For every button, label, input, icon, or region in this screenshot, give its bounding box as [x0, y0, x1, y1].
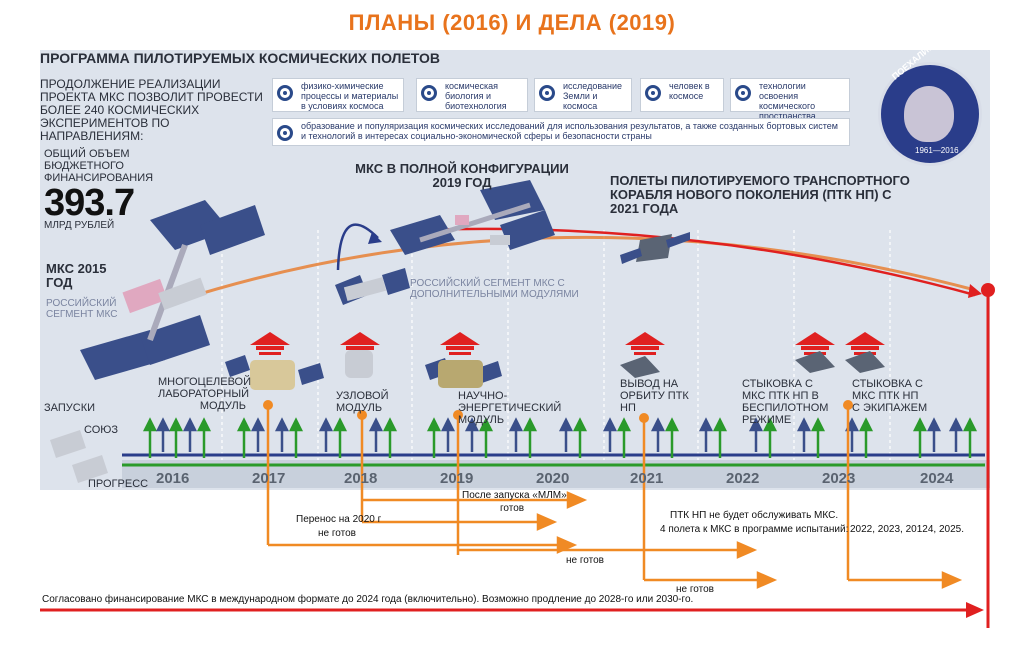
orbit-arc-red: [419, 227, 976, 297]
note-ptk-flights: 4 полета к МКС в программе испытаний:: [660, 524, 849, 535]
direction-earth: исследование Земли и космоса: [534, 78, 632, 112]
year-label: 2020: [536, 470, 570, 487]
year-label: 2023: [822, 470, 856, 487]
iss-2015-segment: РОССИЙСКИЙ СЕГМЕНТ МКС: [46, 298, 118, 320]
note-after-mlm: После запуска «МЛМ»: [462, 490, 567, 501]
program-title: ПРОГРАММА ПИЛОТИРУЕМЫХ КОСМИЧЕСКИХ ПОЛЕТ…: [40, 50, 441, 66]
module-node-label: УЗЛОВОЙ МОДУЛЬ: [336, 390, 389, 414]
iss-2015-title: МКС 2015 ГОД: [46, 261, 107, 290]
status-dots: [263, 400, 853, 423]
config-arrow: [336, 223, 379, 271]
note-ptk-not-serve: ПТК НП не будет обслуживать МКС.: [670, 510, 839, 521]
gagarin-portrait: [904, 86, 954, 142]
ptk-title: ПОЛЕТЫ ПИЛОТИРУЕМОГО ТРАНСПОРТНОГО КОРАБ…: [610, 173, 910, 216]
module-nem-label: НАУЧНО-ЭНЕРГЕТИЧЕСКИЙ МОДУЛЬ: [458, 390, 562, 426]
budget-value: 393.7: [44, 182, 135, 224]
year-grid: [221, 230, 891, 488]
iss-2019-title: МКС В ПОЛНОЙ КОНФИГУРАЦИИ 2019 ГОД: [355, 161, 569, 190]
note-ready: готов: [500, 503, 525, 514]
circle-icon: [421, 85, 437, 101]
orbit-arrowhead: [968, 284, 982, 298]
circle-icon: [735, 85, 751, 101]
note-not-ready: не готов: [676, 584, 714, 595]
note-ptk-years: 2022, 2023, 20124, 2025.: [850, 524, 964, 535]
budget-unit: МЛРД РУБЛЕЙ: [44, 220, 115, 231]
module-mlm-label: МНОГОЦЕЛЕВОЙ ЛАБОРАТОРНЫЙ МОДУЛЬ: [158, 376, 252, 412]
note-not-ready: не готов: [318, 528, 356, 539]
iss-end-dot: [981, 283, 995, 297]
direction-biology: космическая биология и биотехнология: [416, 78, 528, 112]
year-label: 2016: [156, 470, 190, 487]
circle-icon: [645, 85, 661, 101]
note-postponed: Перенос на 2020 г: [296, 514, 382, 525]
direction-technology: технологии освоения космического простра…: [730, 78, 850, 121]
year-label: 2021: [630, 470, 664, 487]
program-intro: ПРОДОЛЖЕНИЕ РЕАЛИЗАЦИИ ПРОЕКТА МКС ПОЗВО…: [40, 77, 263, 143]
status-arrows: [266, 405, 963, 589]
direction-physics: физико-химические процессы и материалы в…: [272, 78, 404, 112]
iss-2019-illustration: [390, 180, 555, 255]
russian-segment-illustration: [335, 268, 410, 305]
badge-bottom-text: 1961—2016: [915, 146, 959, 155]
orbit-arc-orange: [179, 235, 976, 302]
year-label: 2022: [726, 470, 760, 487]
financing-arrowhead: [966, 602, 984, 618]
ptk-spacecraft: [620, 232, 690, 264]
note-financing: Согласовано финансирование МКС в междуна…: [42, 594, 694, 605]
progress-label: ПРОГРЕСС: [88, 478, 149, 490]
budget-label: ОБЩИЙ ОБЪЕМ БЮДЖЕТНОГО ФИНАНСИРОВАНИЯ: [44, 148, 154, 184]
iss-2015-illustration: [80, 200, 265, 380]
iss-2019-segment: РОССИЙСКИЙ СЕГМЕНТ МКС С ДОПОЛНИТЕЛЬНЫМИ…: [410, 278, 579, 300]
year-label: 2024: [920, 470, 954, 487]
dock-unmanned-label: СТЫКОВКА С МКС ПТК НП В БЕСПИЛОТНОМ РЕЖИ…: [742, 378, 829, 426]
launch-arrows: [142, 417, 978, 458]
direction-education: образование и популяризация космических …: [272, 118, 850, 146]
note-not-ready: не готов: [566, 555, 604, 566]
launches-label: ЗАПУСКИ: [44, 402, 96, 414]
config-arrowhead: [368, 232, 382, 244]
year-label: 2019: [440, 470, 474, 487]
year-label: 2017: [252, 470, 286, 487]
circle-icon: [277, 125, 293, 141]
ptk-launch-label: ВЫВОД НА ОРБИТУ ПТК НП: [620, 378, 689, 414]
circle-icon: [539, 85, 555, 101]
module-markers: [225, 332, 885, 390]
circle-icon: [277, 85, 293, 101]
dock-crew-label: СТЫКОВКА С МКС ПТК НП С ЭКИПАЖЕМ: [852, 378, 928, 414]
soyuz-label: СОЮЗ: [84, 424, 119, 436]
page-title: ПЛАНЫ (2016) И ДЕЛА (2019): [348, 10, 676, 35]
year-label: 2018: [344, 470, 378, 487]
soyuz-progress-ships: [50, 430, 108, 483]
direction-human: человек в космосе: [640, 78, 724, 112]
